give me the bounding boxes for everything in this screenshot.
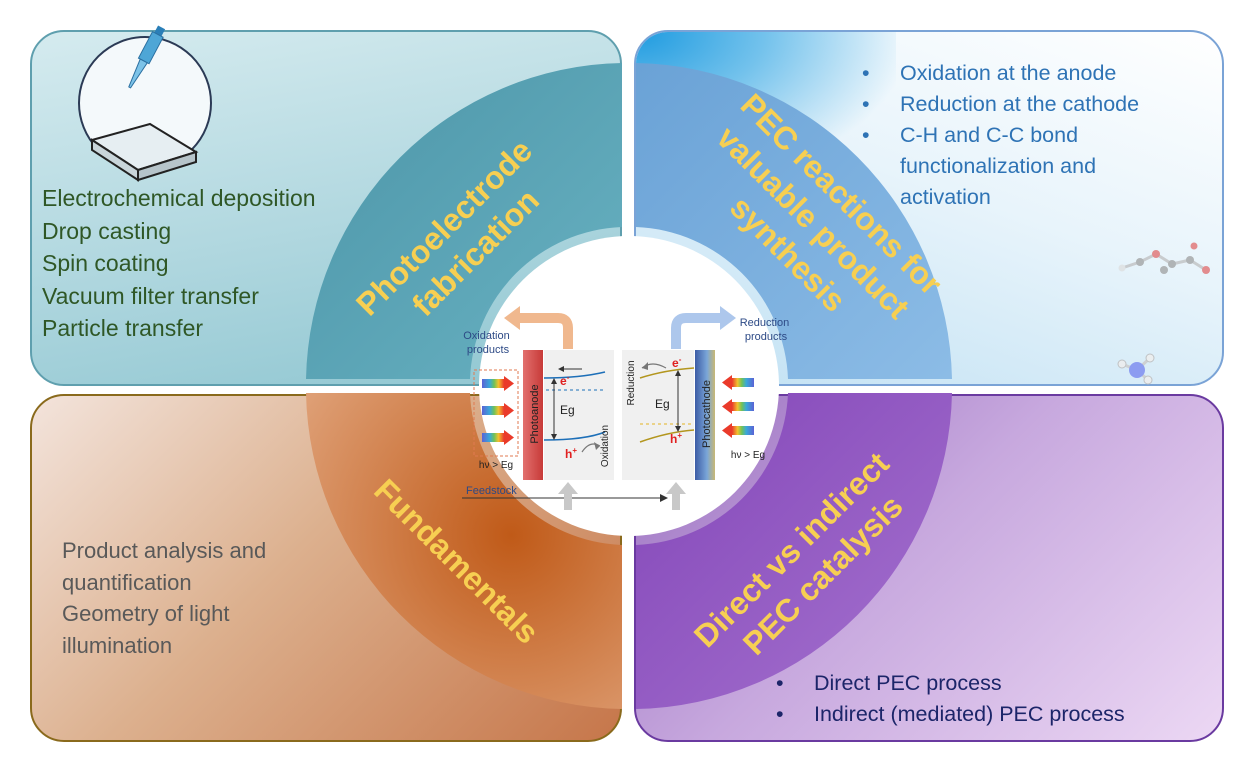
hole-label-left: h+ <box>565 446 577 461</box>
eg-label-left: Eg <box>560 403 575 417</box>
list-item: Electrochemical deposition <box>42 185 316 211</box>
reduction-label: Reduction <box>626 360 637 405</box>
catalysis-list: Direct PEC process Indirect (mediated) P… <box>776 668 1125 730</box>
feedstock-inlet-arrow-left <box>558 482 578 510</box>
fabrication-methods-list: Electrochemical deposition Drop casting … <box>42 182 316 345</box>
ring-quadrant-catalysis <box>636 393 952 709</box>
list-item: Spin coating <box>42 250 169 276</box>
list-item: C-H and C-C bond functionalization and a… <box>862 120 1182 213</box>
reduction-products-label: Reduction products <box>740 317 793 343</box>
ring-quadrant-reactions <box>636 63 952 379</box>
pec-reactions-list: Oxidation at the anode Reduction at the … <box>862 58 1182 213</box>
reduction-products-arrow <box>671 313 722 349</box>
light-rays-left <box>482 376 514 445</box>
light-rays-right <box>722 375 754 438</box>
pec-schematic: Oxidation products Reduction products Ph… <box>462 306 793 510</box>
oxidation-products-arrow <box>518 313 573 349</box>
photocathode-electrode <box>695 350 715 480</box>
ring-quadrant-fundamentals <box>306 393 622 709</box>
oxidation-label: Oxidation <box>600 425 611 467</box>
electron-label-left: e- <box>560 373 570 388</box>
fundamentals-list: Product analysis and quantification Geom… <box>62 535 322 661</box>
hv-label-right: hν > Eg <box>731 450 765 461</box>
feedstock-label: Feedstock <box>466 485 517 497</box>
eg-label-right: Eg <box>655 397 670 411</box>
feedstock-inlet-arrow-right <box>666 482 686 510</box>
hole-label-right: h+ <box>670 431 682 446</box>
oxidation-products-label: Oxidation products <box>463 330 513 356</box>
list-item: Vacuum filter transfer <box>42 282 259 309</box>
ring-quadrant-fabrication <box>306 63 622 379</box>
pipette-substrate-icon <box>78 25 212 182</box>
list-item: Geometry of light illumination <box>62 601 230 658</box>
list-item: Oxidation at the anode <box>862 58 1182 89</box>
list-item: Indirect (mediated) PEC process <box>776 699 1125 730</box>
list-item: Particle transfer <box>42 315 204 341</box>
list-item: Reduction at the cathode <box>862 89 1182 120</box>
photoanode-electrode <box>523 350 543 480</box>
molecule-icon <box>1118 242 1210 274</box>
ammonia-molecule-icon <box>1117 353 1155 385</box>
list-item: Direct PEC process <box>776 668 1125 699</box>
hv-label-left: hν > Eg <box>479 460 513 471</box>
photocathode-label: Photocathode <box>701 380 713 448</box>
list-item: Product analysis and quantification <box>62 538 267 595</box>
electron-label-right: e- <box>672 355 682 370</box>
photoanode-label: Photoanode <box>529 384 541 443</box>
list-item: Drop casting <box>42 217 172 244</box>
